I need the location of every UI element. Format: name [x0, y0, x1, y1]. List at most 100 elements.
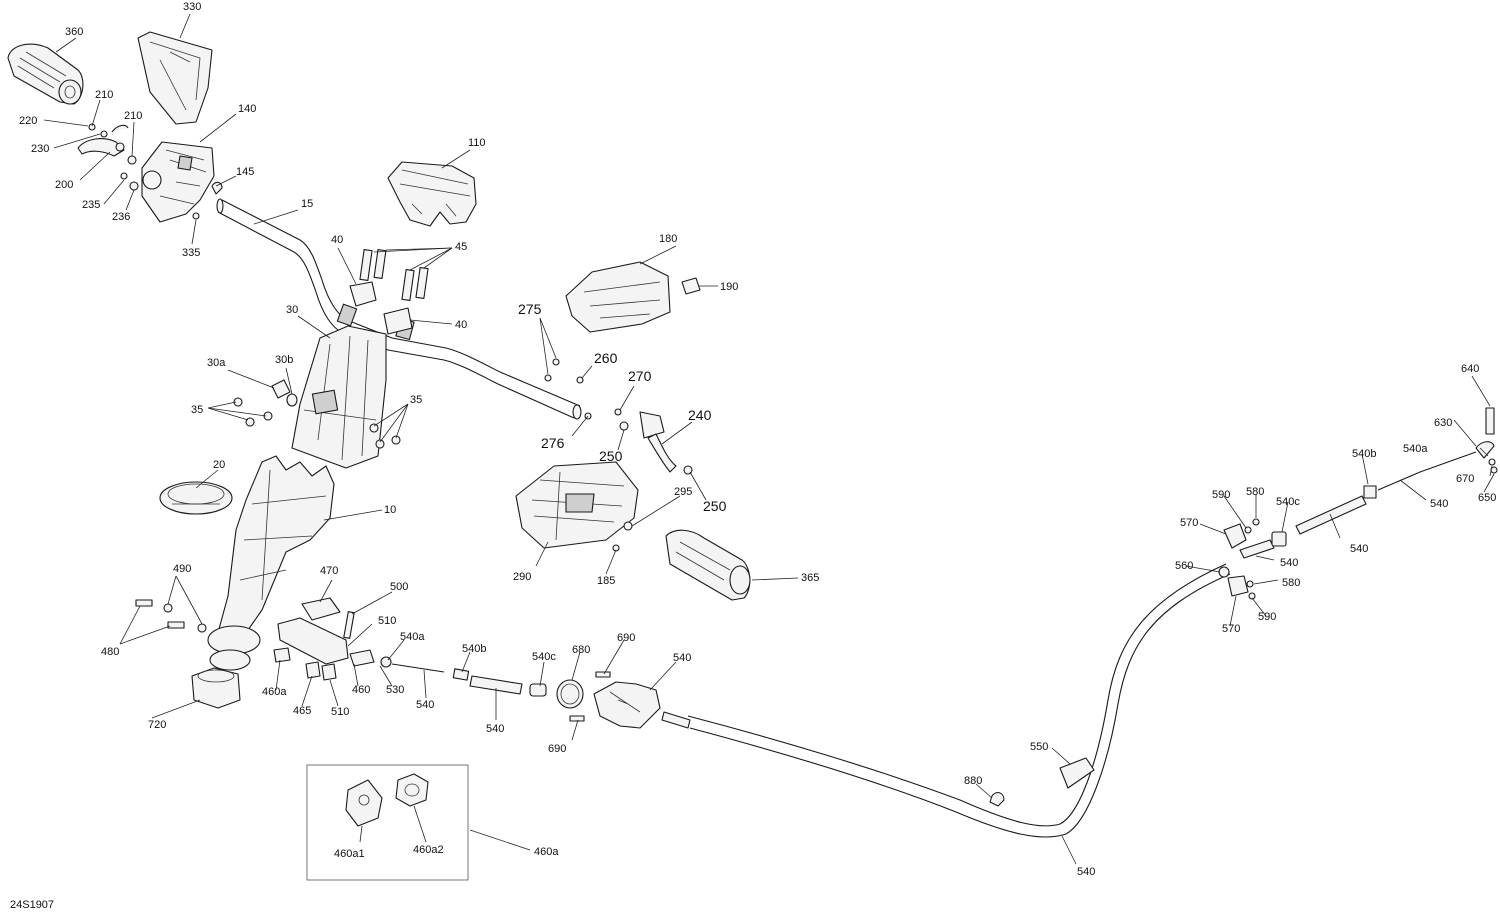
callout-210-mid: 210 — [124, 110, 142, 122]
callout-110: 110 — [468, 137, 486, 149]
callout-560: 560 — [1175, 560, 1193, 572]
callout-360: 360 — [65, 26, 83, 38]
callout-690-top: 690 — [617, 632, 635, 644]
callout-540a-right: 540a — [1403, 443, 1428, 455]
cable-bracket-hardware-part — [1218, 518, 1260, 600]
callout-540a-left: 540a — [400, 631, 425, 643]
callout-260: 260 — [594, 350, 618, 366]
callout-235: 235 — [82, 199, 100, 211]
right-lever-part — [619, 411, 693, 475]
callout-10: 10 — [384, 504, 396, 516]
callout-180: 180 — [659, 233, 677, 245]
callout-640: 640 — [1461, 363, 1479, 375]
callout-210-top: 210 — [95, 89, 113, 101]
callout-30a: 30a — [207, 357, 226, 369]
callout-590-bottom: 590 — [1258, 611, 1276, 623]
callout-labels: 330 360 140 210 210 220 230 200 235 236 … — [10, 1, 1496, 911]
callout-236: 236 — [112, 211, 130, 223]
callout-140: 140 — [238, 103, 256, 115]
callout-670: 670 — [1456, 473, 1474, 485]
callout-290: 290 — [513, 571, 531, 583]
inset-460a2-part — [395, 773, 429, 807]
callout-580-bottom: 580 — [1282, 577, 1300, 589]
callout-490: 490 — [173, 563, 191, 575]
callout-185: 185 — [597, 575, 615, 587]
callout-40-top: 40 — [331, 234, 343, 246]
callout-335: 335 — [182, 247, 200, 259]
callout-295: 295 — [674, 486, 692, 498]
callout-330: 330 — [183, 1, 201, 13]
steering-ring-part — [159, 481, 233, 515]
right-grip-part — [665, 529, 751, 601]
right-switch-housing-part — [515, 461, 639, 552]
throttle-cable-inner-part — [380, 656, 547, 697]
callout-200: 200 — [55, 179, 73, 191]
callout-570-bottom: 570 — [1222, 623, 1240, 635]
throttle-housing-part — [556, 671, 691, 729]
leader-lines — [43, 13, 1495, 865]
callout-540b-left: 540b — [462, 643, 486, 655]
callout-540c-left: 540c — [532, 651, 556, 663]
callout-276: 276 — [541, 435, 565, 451]
callout-630: 630 — [1434, 417, 1452, 429]
cable-clamp-assembly-part — [273, 597, 375, 681]
callout-145: 145 — [236, 166, 254, 178]
handlebar-part — [216, 198, 582, 420]
callout-45: 45 — [455, 241, 467, 253]
callout-365: 365 — [801, 572, 819, 584]
callout-540-cable-a: 540 — [416, 699, 434, 711]
callout-270: 270 — [628, 368, 652, 384]
callout-250-left: 250 — [599, 448, 623, 464]
callout-570-top: 570 — [1180, 517, 1198, 529]
callout-465: 465 — [293, 705, 311, 717]
left-switch-housing-part — [141, 141, 215, 223]
callout-540-housing: 540 — [673, 652, 691, 664]
callout-540c-right: 540c — [1276, 496, 1300, 508]
callout-650: 650 — [1478, 492, 1496, 504]
callout-690-bottom: 690 — [548, 743, 566, 755]
handlebar-clamps-part — [349, 249, 429, 335]
brake-lever-left-part — [77, 123, 137, 165]
callout-590-top: 590 — [1212, 489, 1230, 501]
callout-880: 880 — [964, 775, 982, 787]
steering-stem-upper-part — [291, 325, 387, 469]
callout-275: 275 — [518, 301, 542, 317]
callout-530: 530 — [386, 684, 404, 696]
callout-15: 15 — [301, 198, 313, 210]
callout-540-right-a: 540 — [1430, 498, 1448, 510]
callout-540b-right: 540b — [1352, 448, 1376, 460]
callout-460: 460 — [352, 684, 370, 696]
callout-30: 30 — [286, 304, 298, 316]
column-bolts-part — [135, 599, 207, 633]
callout-580-top: 580 — [1246, 486, 1264, 498]
callout-540-right-c: 540 — [1280, 557, 1298, 569]
inset-460a1-part — [345, 779, 383, 827]
right-cover-part — [565, 261, 701, 333]
callout-460a1: 460a1 — [334, 848, 365, 860]
throttle-cable-outer-part — [687, 563, 1231, 838]
figure-code: 24S1907 — [10, 899, 54, 911]
steering-column-part — [207, 455, 335, 671]
callout-720: 720 — [148, 719, 166, 731]
inset-460a-box — [306, 764, 469, 881]
upper-cover-part — [387, 161, 477, 227]
stem-hardware-part — [233, 379, 401, 449]
callout-30b: 30b — [275, 354, 293, 366]
column-nut-part — [191, 667, 241, 709]
callout-470: 470 — [320, 565, 338, 577]
callout-540-outer: 540 — [1077, 866, 1095, 878]
callout-220: 220 — [19, 115, 37, 127]
callout-190: 190 — [720, 281, 738, 293]
callout-460a-inset: 460a — [534, 846, 559, 858]
callout-500: 500 — [390, 581, 408, 593]
callout-540-right-b: 540 — [1350, 543, 1368, 555]
callout-510-bottom: 510 — [331, 706, 349, 718]
callout-240: 240 — [688, 407, 712, 423]
callout-460a2: 460a2 — [413, 844, 444, 856]
callout-20: 20 — [213, 459, 225, 471]
cable-adjuster-parts — [1239, 407, 1498, 559]
callout-480: 480 — [101, 646, 119, 658]
callout-35-right: 35 — [410, 394, 422, 406]
cable-sleeve-part — [989, 757, 1095, 807]
